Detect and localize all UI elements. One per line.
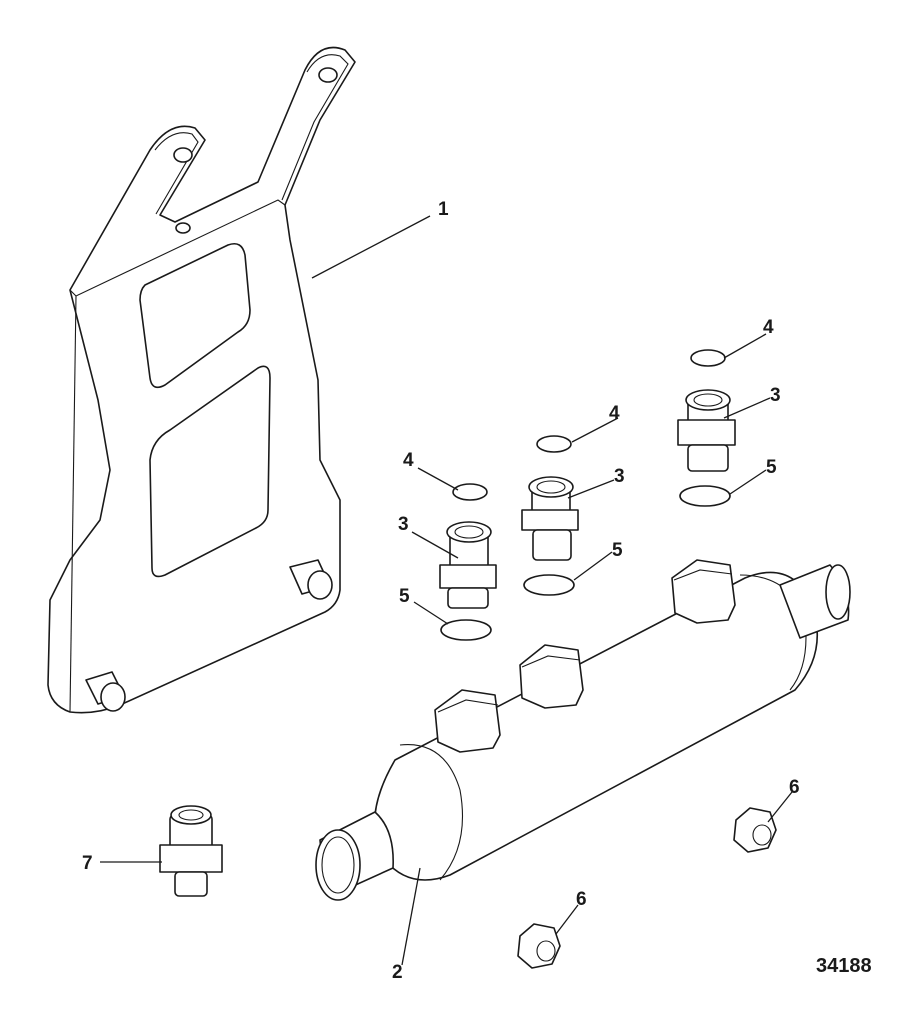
callout-3-left: 3 xyxy=(398,514,409,535)
o-ring-small-right xyxy=(690,349,726,367)
o-ring-small-middle xyxy=(536,435,572,453)
manifold-body xyxy=(315,559,851,901)
callout-4-left: 4 xyxy=(403,450,414,471)
fitting-loose xyxy=(159,805,223,897)
callout-5-middle: 5 xyxy=(612,540,623,561)
callout-4-right: 4 xyxy=(763,317,774,338)
leader-lines xyxy=(100,215,793,966)
callout-4-middle: 4 xyxy=(609,403,620,424)
callout-1: 1 xyxy=(438,199,449,220)
o-ring-small-left xyxy=(452,483,488,501)
figure-number: 34188 xyxy=(816,955,872,977)
callout-5-right: 5 xyxy=(766,457,777,478)
callout-6-right: 6 xyxy=(789,777,800,798)
nut-bottom xyxy=(517,923,561,969)
mounting-bracket xyxy=(47,46,356,714)
callout-labels: 1 2 3 3 3 4 4 4 5 5 5 6 6 7 34188 xyxy=(82,199,872,983)
fitting-left xyxy=(439,521,497,609)
callout-3-middle: 3 xyxy=(614,466,625,487)
o-ring-large-left xyxy=(440,619,492,641)
fitting-middle xyxy=(521,476,579,561)
o-ring-large-right xyxy=(679,485,731,507)
callout-3-right: 3 xyxy=(770,385,781,406)
callout-2: 2 xyxy=(392,962,403,983)
callout-6-bottom: 6 xyxy=(576,889,587,910)
nut-right xyxy=(733,807,777,853)
o-ring-large-middle xyxy=(523,574,575,596)
callout-5-left: 5 xyxy=(399,586,410,607)
callout-7: 7 xyxy=(82,853,93,874)
fitting-right xyxy=(677,389,736,472)
